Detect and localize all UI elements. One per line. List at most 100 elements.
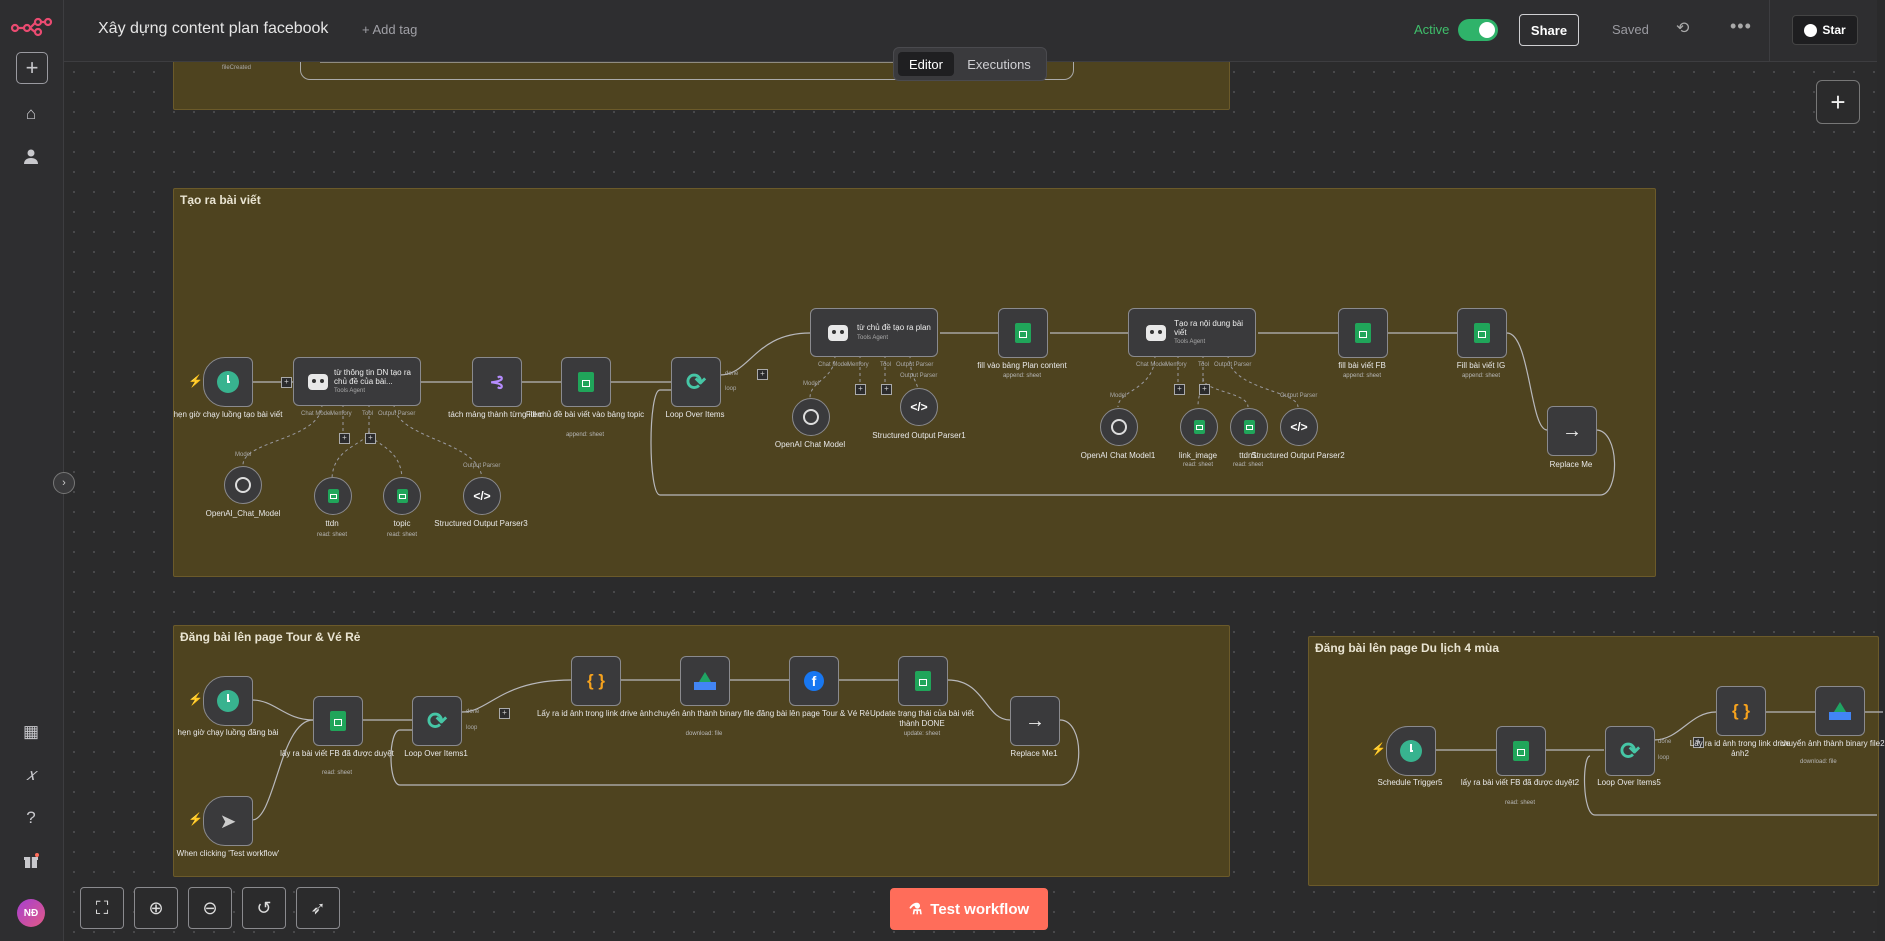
- port-tool-label: Tool: [1198, 362, 1210, 368]
- test-workflow-button[interactable]: ⚗ Test workflow: [890, 888, 1048, 930]
- subnode-output-parser3[interactable]: </>: [463, 477, 501, 515]
- zoom-to-fit-button[interactable]: ⛶: [80, 887, 124, 929]
- subnode-openai-chat-model[interactable]: [224, 466, 262, 504]
- add-tool-plus-icon[interactable]: +: [365, 433, 376, 444]
- add-tool-plus-icon[interactable]: +: [881, 384, 892, 395]
- variables-icon[interactable]: 𝑥: [26, 765, 36, 784]
- google-sheets-icon: [330, 711, 346, 731]
- gift-icon[interactable]: [16, 846, 46, 876]
- node-loop-over-items[interactable]: ⟳: [671, 357, 721, 407]
- subnode-output-parser1[interactable]: </>: [900, 388, 938, 426]
- google-sheets-icon: [396, 489, 408, 503]
- node-replace-me[interactable]: →: [1547, 406, 1597, 456]
- node-sheet-get-approved2[interactable]: [1496, 726, 1546, 776]
- port-done-label: done: [1658, 739, 1672, 745]
- help-icon[interactable]: ?: [26, 808, 36, 827]
- node-schedule-trigger5[interactable]: [1386, 726, 1436, 776]
- node-drive-download[interactable]: [680, 656, 730, 706]
- left-sidebar: + ⌂ ▦ 𝑥 ? NĐ: [0, 0, 64, 941]
- node-schedule-trigger[interactable]: [203, 676, 253, 726]
- google-sheets-icon: [1243, 420, 1255, 434]
- node-schedule-trigger[interactable]: [203, 357, 253, 407]
- node-drive-download2[interactable]: [1815, 686, 1865, 736]
- workflow-title[interactable]: Xây dựng content plan facebook: [98, 20, 329, 37]
- google-drive-icon: [1829, 702, 1851, 720]
- node-sheet-fill-fb[interactable]: [1338, 308, 1388, 358]
- node-code-get-image-id2[interactable]: { }: [1716, 686, 1766, 736]
- node-sheet-get-approved[interactable]: [313, 696, 363, 746]
- add-node-plus-icon[interactable]: +: [281, 377, 292, 388]
- google-sheets-icon: [915, 671, 931, 691]
- subnode-output-parser2[interactable]: </>: [1280, 408, 1318, 446]
- node-sheet-fill-topic[interactable]: [561, 357, 611, 407]
- clock-icon: [217, 690, 239, 712]
- node-replace-me1[interactable]: →: [1010, 696, 1060, 746]
- user-icon[interactable]: [16, 141, 46, 171]
- share-button[interactable]: Share: [1519, 14, 1579, 46]
- add-memory-plus-icon[interactable]: +: [855, 384, 866, 395]
- node-sheet-update-done[interactable]: [898, 656, 948, 706]
- history-icon[interactable]: ⟲: [1676, 20, 1690, 37]
- code-icon: </>: [910, 400, 928, 414]
- add-memory-plus-icon[interactable]: +: [339, 433, 350, 444]
- port-tool-label: Tool: [880, 362, 892, 368]
- home-icon[interactable]: ⌂: [25, 104, 37, 123]
- node-facebook-post[interactable]: f: [789, 656, 839, 706]
- port-chat-model-label: Chat Model: [1136, 362, 1167, 368]
- google-sheets-icon: [327, 489, 339, 503]
- add-tag-button[interactable]: + Add tag: [362, 22, 418, 37]
- subnode-sheet-ttdn1[interactable]: [1230, 408, 1268, 446]
- node-ai-agent-topics[interactable]: từ thông tin DN tạo ra chủ đề của bài...…: [293, 357, 421, 406]
- zoom-in-button[interactable]: ⊕: [134, 887, 178, 929]
- node-code-get-image-id[interactable]: { }: [571, 656, 621, 706]
- node-sheet-plan-content[interactable]: [998, 308, 1048, 358]
- tidy-up-button[interactable]: ➶: [296, 887, 340, 929]
- node-loop-over-items1[interactable]: ⟳: [412, 696, 462, 746]
- add-done-plus-icon[interactable]: +: [757, 369, 768, 380]
- node-label: Replace Me: [1549, 460, 1593, 469]
- port-model-label: Model: [1110, 393, 1127, 399]
- subnode-sheet-link-image[interactable]: [1180, 408, 1218, 446]
- port-memory-label: Memory: [330, 411, 352, 417]
- subnode-openai-chat-model[interactable]: [792, 398, 830, 436]
- tab-executions[interactable]: Executions: [967, 56, 1031, 72]
- code-icon: </>: [1290, 420, 1308, 434]
- port-output-parser-label: Output Parser: [896, 362, 934, 368]
- facebook-icon: f: [804, 671, 824, 691]
- subnode-sheet-ttdn[interactable]: [314, 477, 352, 515]
- code-braces-icon: { }: [587, 671, 605, 690]
- node-label: Structured Output Parser3: [434, 519, 528, 528]
- add-node-button[interactable]: +: [1816, 80, 1860, 124]
- node-manual-trigger[interactable]: ➤: [203, 796, 253, 846]
- add-icon[interactable]: +: [16, 52, 48, 84]
- node-label: Schedule Trigger5: [1377, 778, 1443, 787]
- add-done-plus-icon[interactable]: +: [1693, 737, 1704, 748]
- port-model-label: Model: [235, 452, 252, 458]
- subnode-openai-chat-model1[interactable]: [1100, 408, 1138, 446]
- node-split-out[interactable]: ⊰: [472, 357, 522, 407]
- node-sheet-fill-ig[interactable]: [1457, 308, 1507, 358]
- add-tool-plus-icon[interactable]: +: [1199, 384, 1210, 395]
- openai-icon: [803, 409, 819, 425]
- tab-editor[interactable]: Editor: [898, 52, 954, 76]
- reset-zoom-button[interactable]: ↺: [242, 887, 286, 929]
- port-output-parser-label: Output Parser: [1280, 393, 1318, 399]
- subnode-sheet-topic[interactable]: [383, 477, 421, 515]
- active-toggle[interactable]: [1458, 19, 1498, 41]
- robot-icon: [1145, 324, 1166, 341]
- n8n-logo[interactable]: [10, 14, 53, 37]
- node-sublabel: read: sheet: [1504, 800, 1536, 806]
- trigger-bolt-icon: ⚡: [188, 374, 203, 388]
- avatar[interactable]: NĐ: [17, 899, 45, 927]
- sidebar-expand-button[interactable]: ›: [53, 472, 75, 494]
- add-done-plus-icon[interactable]: +: [499, 708, 510, 719]
- node-loop-over-items5[interactable]: ⟳: [1605, 726, 1655, 776]
- templates-icon[interactable]: ▦: [22, 722, 40, 741]
- more-options-icon[interactable]: •••: [1730, 16, 1752, 36]
- github-star-button[interactable]: Star: [1792, 15, 1858, 45]
- zoom-out-button[interactable]: ⊖: [188, 887, 232, 929]
- node-label: Structured Output Parser1: [872, 431, 966, 440]
- add-memory-plus-icon[interactable]: +: [1174, 384, 1185, 395]
